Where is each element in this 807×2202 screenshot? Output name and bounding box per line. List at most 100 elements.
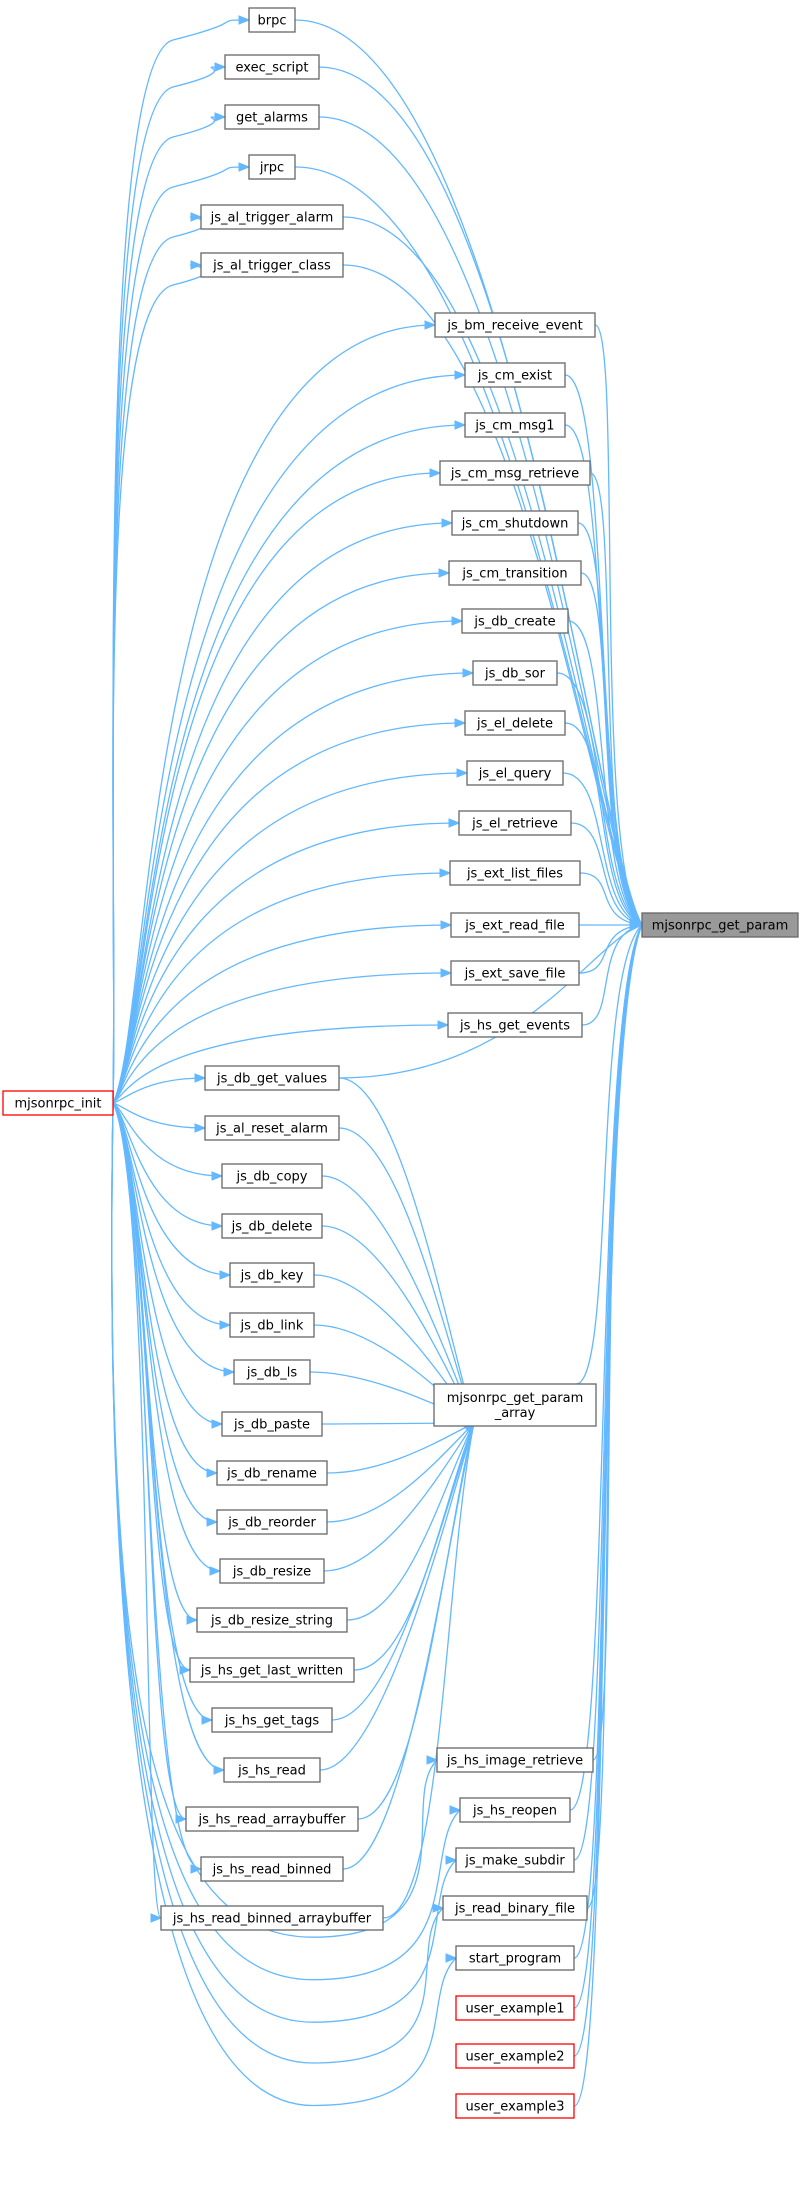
node-box — [439, 460, 591, 486]
arrow-into-js_el_query — [456, 768, 469, 778]
node-label: js_db_sor — [484, 667, 546, 682]
edge-init-to-js_ext_read_file — [112, 924, 452, 1104]
node-js-el-query[interactable]: js_el_query — [466, 760, 564, 786]
node-js-hs-reopen[interactable]: js_hs_reopen — [459, 1797, 571, 1823]
node-js-db-reorder[interactable]: js_db_reorder — [216, 1509, 328, 1535]
node-label: get_alarms — [236, 111, 308, 126]
node-init[interactable]: mjsonrpc_init — [2, 1090, 114, 1116]
node-js-al-trigger-class[interactable]: js_al_trigger_class — [200, 252, 344, 278]
node-js-cm-msg-retrieve[interactable]: js_cm_msg_retrieve — [439, 460, 591, 486]
node-js-cm-msg1[interactable]: js_cm_msg1 — [464, 412, 566, 438]
node-user-example2[interactable]: user_example2 — [455, 2043, 575, 2069]
node-js-al-trigger-alarm[interactable]: js_al_trigger_alarm — [200, 204, 344, 230]
node-js-cm-transition[interactable]: js_cm_transition — [448, 560, 582, 586]
edge-init-to-js_ext_list_files — [112, 872, 451, 1104]
edge-init-to-js_al_trigger_class — [112, 264, 208, 1104]
node-js-hs-get-events[interactable]: js_hs_get_events — [447, 1012, 583, 1038]
node-js-hs-get-last-written[interactable]: js_hs_get_last_written — [189, 1657, 355, 1683]
edge-init-to-js_cm_msg1 — [112, 424, 466, 1104]
node-js-bm-receive-event[interactable]: js_bm_receive_event — [434, 312, 596, 338]
node-label: js_ext_save_file — [464, 967, 566, 982]
arrow-into-js_hs_get_tags — [201, 1715, 214, 1725]
node-box — [459, 1797, 571, 1823]
node-js-db-ls[interactable]: js_db_ls — [233, 1359, 311, 1385]
arrow-into-js_db_copy — [211, 1171, 224, 1181]
node-js-hs-read-binned-arraybuffer[interactable]: js_hs_read_binned_arraybuffer — [160, 1905, 384, 1931]
arrow-into-js_hs_read_binned_arraybuffer — [150, 1913, 163, 1923]
node-box — [464, 710, 566, 736]
edge-init-to-jrpc — [112, 166, 250, 1104]
node-arr[interactable]: mjsonrpc_get_param_array — [433, 1383, 597, 1427]
node-js-db-resize-string[interactable]: js_db_resize_string — [196, 1607, 348, 1633]
node-box — [461, 608, 569, 634]
node-label: js_db_key — [240, 1269, 304, 1284]
node-js-db-get-values[interactable]: js_db_get_values — [204, 1065, 340, 1091]
node-js-el-retrieve[interactable]: js_el_retrieve — [458, 810, 572, 836]
node-box — [204, 1065, 340, 1091]
arrow-into-js_cm_shutdown — [441, 518, 454, 528]
node-box — [219, 1558, 325, 1584]
node-js-make-subdir[interactable]: js_make_subdir — [455, 1847, 575, 1873]
arrow-into-js_el_delete — [454, 718, 467, 728]
arrow-into-js_hs_reopen — [449, 1805, 462, 1815]
node-js-db-delete[interactable]: js_db_delete — [221, 1213, 323, 1239]
node-box — [196, 1607, 348, 1633]
node-js-ext-read-file[interactable]: js_ext_read_file — [450, 912, 580, 938]
node-box — [221, 1163, 323, 1189]
node-box — [450, 912, 580, 938]
node-box — [211, 1707, 333, 1733]
edge-init-to-js_bm_receive_event — [112, 324, 436, 1104]
node-user-example1[interactable]: user_example1 — [455, 1995, 575, 2021]
node-js-db-resize[interactable]: js_db_resize — [219, 1558, 325, 1584]
node-label: js_hs_read_binned_arraybuffer — [172, 1912, 372, 1927]
edges-layer — [111, 15, 644, 2107]
edge-js_al_reset_alarm-to-array — [338, 1127, 475, 1424]
edge-user_example3-to-target — [573, 924, 643, 2107]
edge-arr-to-target — [575, 924, 643, 1385]
node-js-db-create[interactable]: js_db_create — [461, 608, 569, 634]
node-js-hs-get-tags[interactable]: js_hs_get_tags — [211, 1707, 333, 1733]
node-js-db-paste[interactable]: js_db_paste — [221, 1411, 323, 1437]
node-jrpc[interactable]: jrpc — [248, 154, 296, 180]
node-js-hs-read-arraybuffer[interactable]: js_hs_read_arraybuffer — [185, 1806, 359, 1832]
node-js-db-copy[interactable]: js_db_copy — [221, 1163, 323, 1189]
node-label: js_db_resize — [232, 1565, 311, 1580]
node-brpc[interactable]: brpc — [248, 7, 296, 33]
node-user-example3[interactable]: user_example3 — [455, 2093, 575, 2119]
node-box — [160, 1905, 384, 1931]
node-js-al-reset-alarm[interactable]: js_al_reset_alarm — [204, 1115, 340, 1141]
node-js-db-sor[interactable]: js_db_sor — [472, 660, 558, 686]
node-js-db-key[interactable]: js_db_key — [229, 1262, 315, 1288]
node-label: js_cm_exist — [477, 369, 552, 384]
node-js-cm-shutdown[interactable]: js_cm_shutdown — [451, 510, 579, 536]
arrow-into-js_db_resize_string — [186, 1615, 199, 1625]
node-js-hs-read[interactable]: js_hs_read — [223, 1757, 321, 1783]
edge-js_db_get_values-to-array — [338, 1077, 475, 1424]
node-box — [447, 1012, 583, 1038]
node-target[interactable]: mjsonrpc_get_param — [641, 912, 799, 938]
node-js-hs-image-retrieve[interactable]: js_hs_image_retrieve — [436, 1747, 594, 1773]
node-js-hs-read-binned[interactable]: js_hs_read_binned — [200, 1856, 344, 1882]
node-js-el-delete[interactable]: js_el_delete — [464, 710, 566, 736]
node-js-read-binary-file[interactable]: js_read_binary_file — [442, 1895, 588, 1921]
node-js-ext-list-files[interactable]: js_ext_list_files — [449, 860, 581, 886]
node-box — [248, 7, 296, 33]
node-label: js_hs_read_arraybuffer — [197, 1813, 346, 1828]
node-label: js_al_trigger_class — [212, 259, 331, 274]
node-exec-script[interactable]: exec_script — [224, 54, 320, 80]
node-start-program[interactable]: start_program — [455, 1945, 575, 1971]
arrow-into-js_cm_exist — [454, 370, 467, 380]
node-label: js_hs_get_last_written — [200, 1664, 343, 1679]
node-js-db-rename[interactable]: js_db_rename — [216, 1460, 328, 1486]
node-label: js_db_rename — [226, 1467, 317, 1482]
node-js-ext-save-file[interactable]: js_ext_save_file — [450, 960, 580, 986]
node-label: js_hs_read_binned — [212, 1863, 332, 1878]
edge-init-to-js_ext_save_file — [112, 972, 452, 1104]
node-box — [472, 660, 558, 686]
arrow-into-js_db_ls — [223, 1367, 236, 1377]
node-js-cm-exist[interactable]: js_cm_exist — [464, 362, 566, 388]
node-js-db-link[interactable]: js_db_link — [229, 1312, 315, 1338]
node-get-alarms[interactable]: get_alarms — [224, 104, 320, 130]
node-label: js_cm_transition — [461, 567, 567, 582]
